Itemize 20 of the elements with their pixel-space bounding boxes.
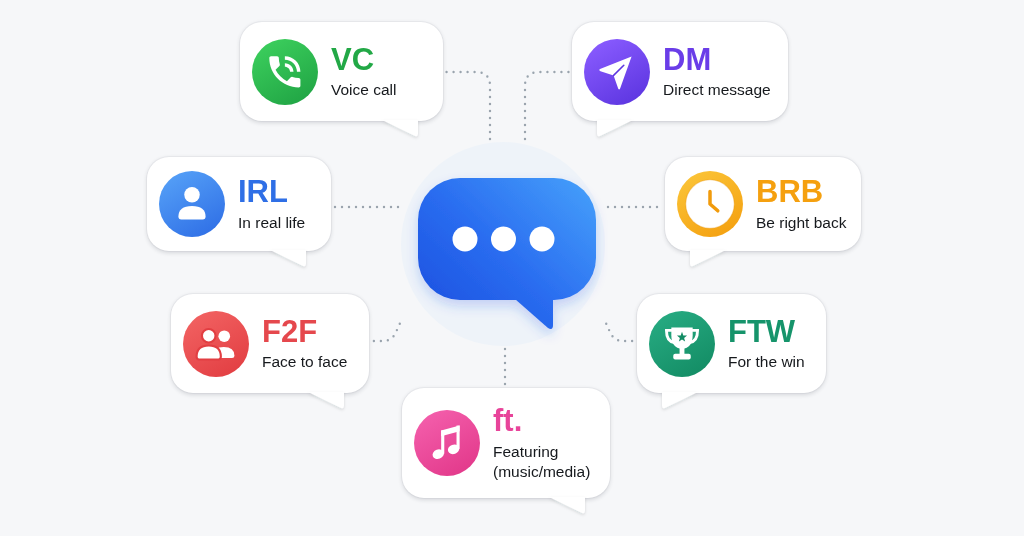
- acronym-heading: F2F: [262, 314, 319, 350]
- meaning-text: Be right back: [756, 212, 847, 233]
- dotted-connector: [523, 70, 571, 141]
- dotted-connector: [503, 347, 507, 387]
- dotted-connector: [370, 322, 401, 343]
- acronym-heading: VC: [331, 42, 376, 78]
- dotted-connector: [444, 70, 492, 141]
- meaning-text: In real life: [238, 212, 306, 233]
- dotted-connector: [605, 322, 636, 343]
- dotted-connector: [332, 205, 400, 209]
- meaning-text: Voice call: [331, 80, 397, 101]
- acronym-heading: IRL: [238, 175, 289, 210]
- acronym-heading: BRB: [756, 175, 825, 210]
- meaning-text: For the win: [728, 352, 805, 373]
- acronym-heading: FTW: [728, 314, 797, 350]
- meaning-text: Direct message: [663, 80, 771, 101]
- acronym-heading: ft.: [493, 404, 524, 439]
- meaning-text: Face to face: [262, 352, 348, 373]
- meaning-text: Featuring (music/media): [493, 441, 592, 482]
- acronym-heading: DM: [663, 42, 713, 78]
